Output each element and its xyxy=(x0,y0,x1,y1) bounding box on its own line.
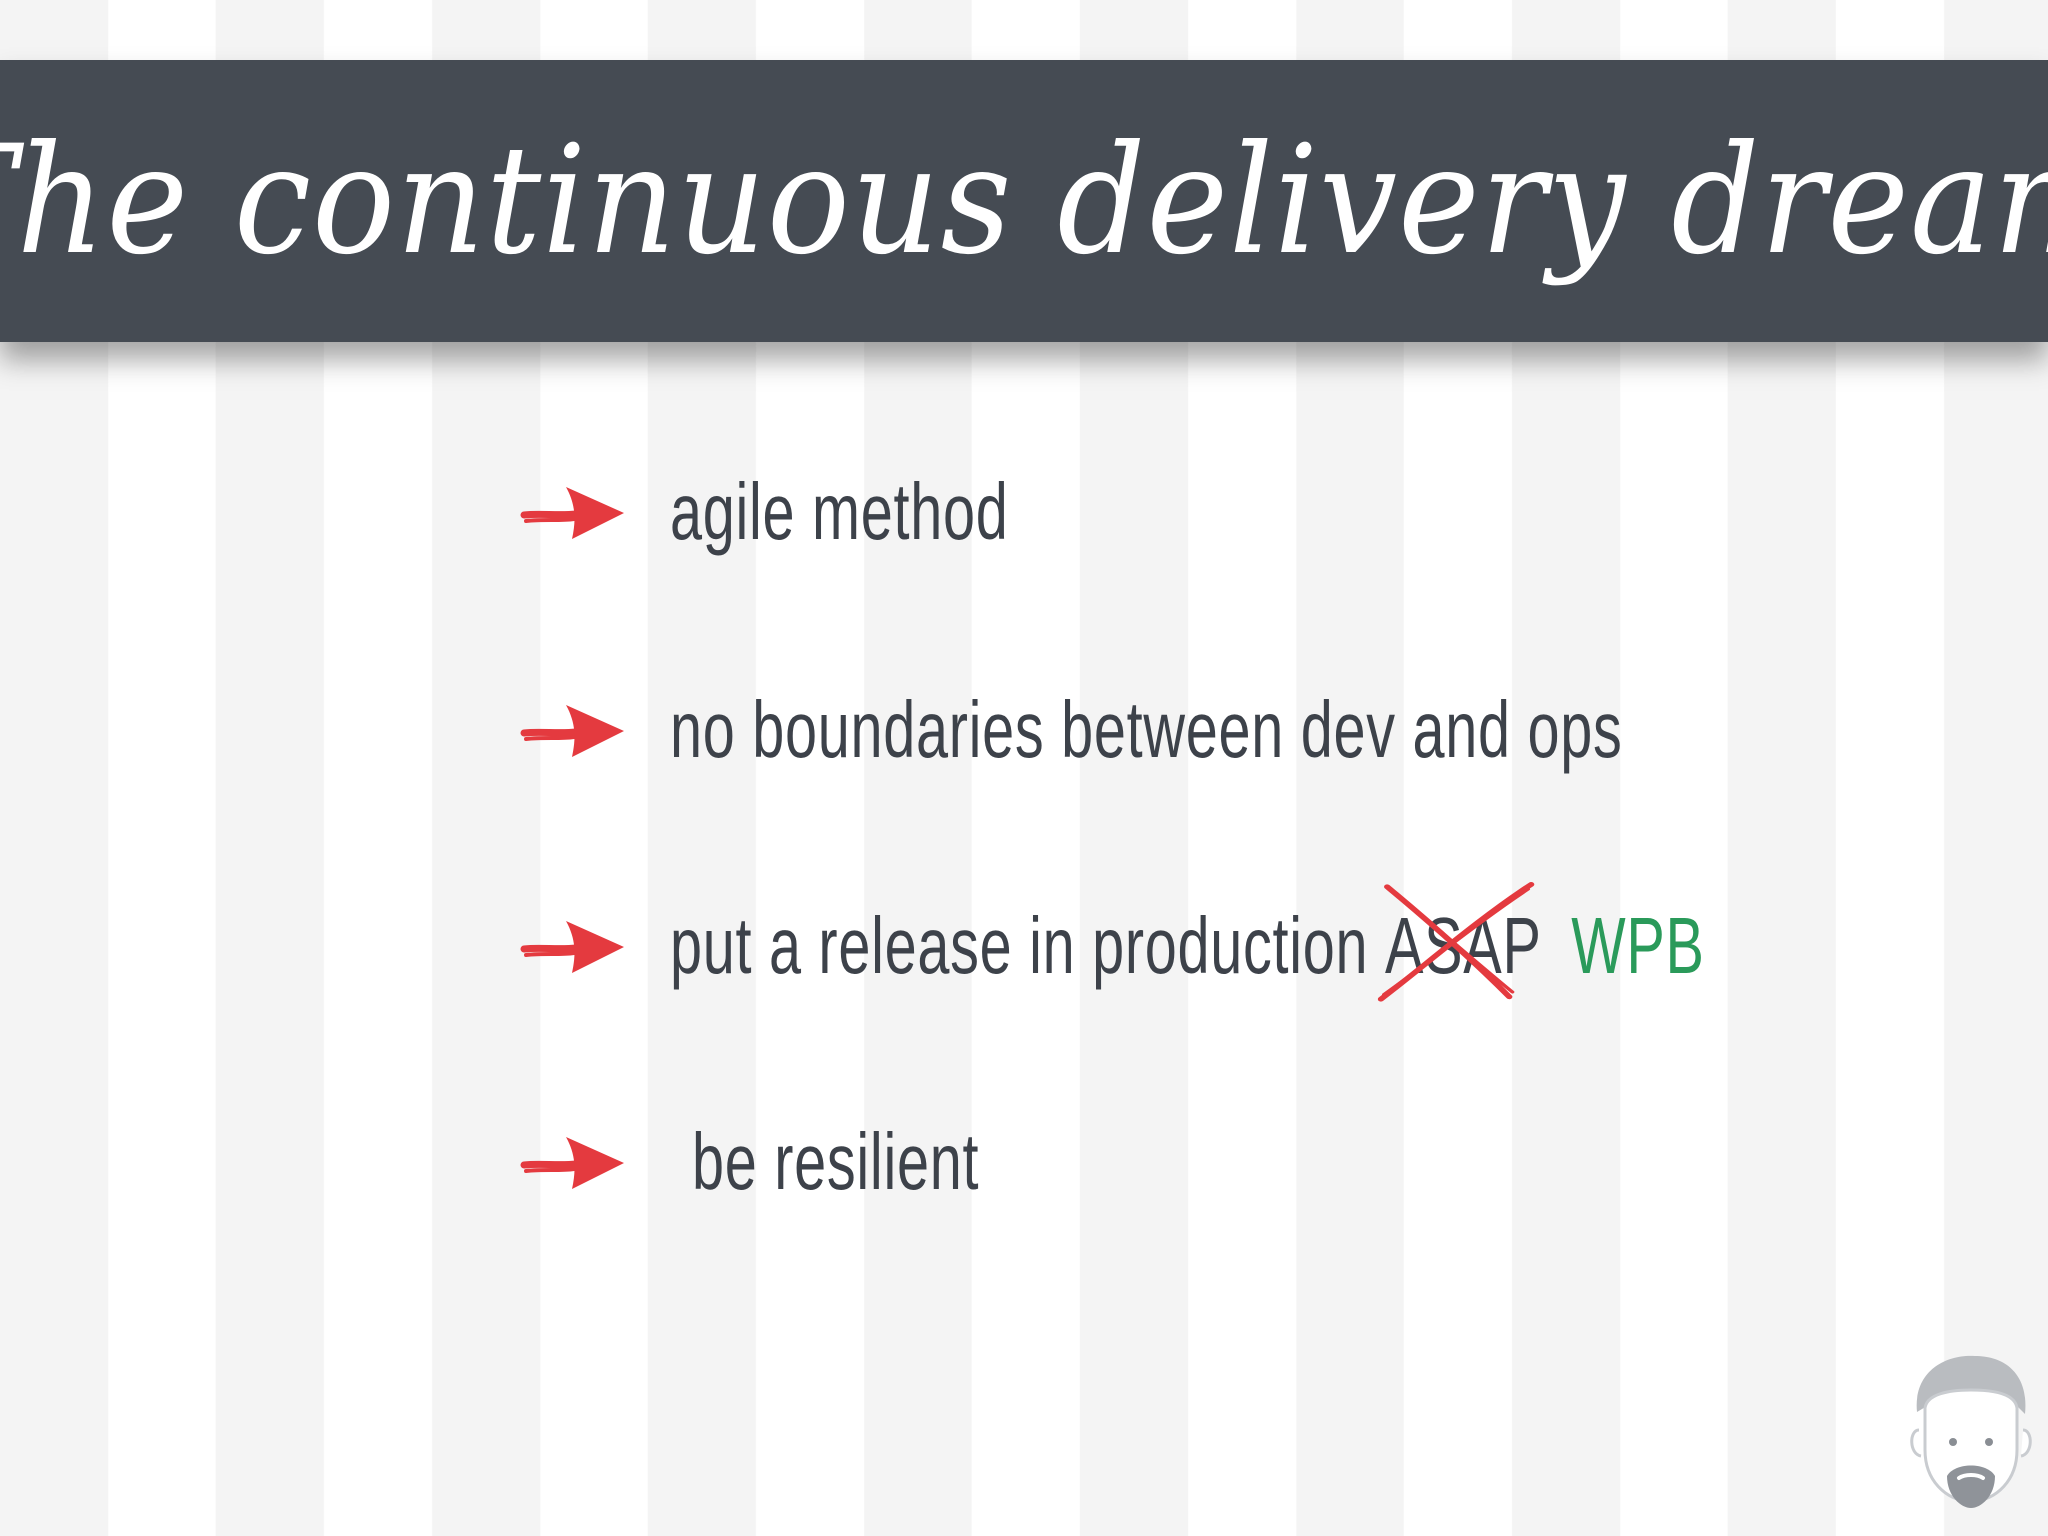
bullet-text: be resilient xyxy=(692,1117,980,1206)
bullet-item: put a release in production ASAP WPB xyxy=(520,882,2048,1002)
bearded-avatar-icon xyxy=(1910,1355,2032,1508)
bullet-text: no boundaries between dev and ops xyxy=(670,685,1623,774)
bullet-text-main: put a release in production xyxy=(670,901,1369,990)
red-x-icon xyxy=(1377,882,1535,1002)
struck-word: ASAP xyxy=(1377,882,1542,1002)
red-arrow-icon xyxy=(520,705,624,757)
replacement-word: WPB xyxy=(1571,901,1705,990)
red-arrow-icon xyxy=(520,921,624,973)
bullet-item: agile method xyxy=(520,462,1140,562)
red-arrow-icon xyxy=(520,487,624,539)
bullet-text: put a release in production ASAP WPB xyxy=(670,882,1705,1002)
bullet-text: agile method xyxy=(670,467,1009,556)
title-banner: The continuous delivery dream xyxy=(0,60,2048,342)
red-arrow-icon xyxy=(520,1137,624,1189)
bullet-item: be resilient xyxy=(520,1112,1091,1212)
bullet-item: no boundaries between dev and ops xyxy=(520,680,1993,780)
slide-title: The continuous delivery dream xyxy=(0,114,2048,288)
